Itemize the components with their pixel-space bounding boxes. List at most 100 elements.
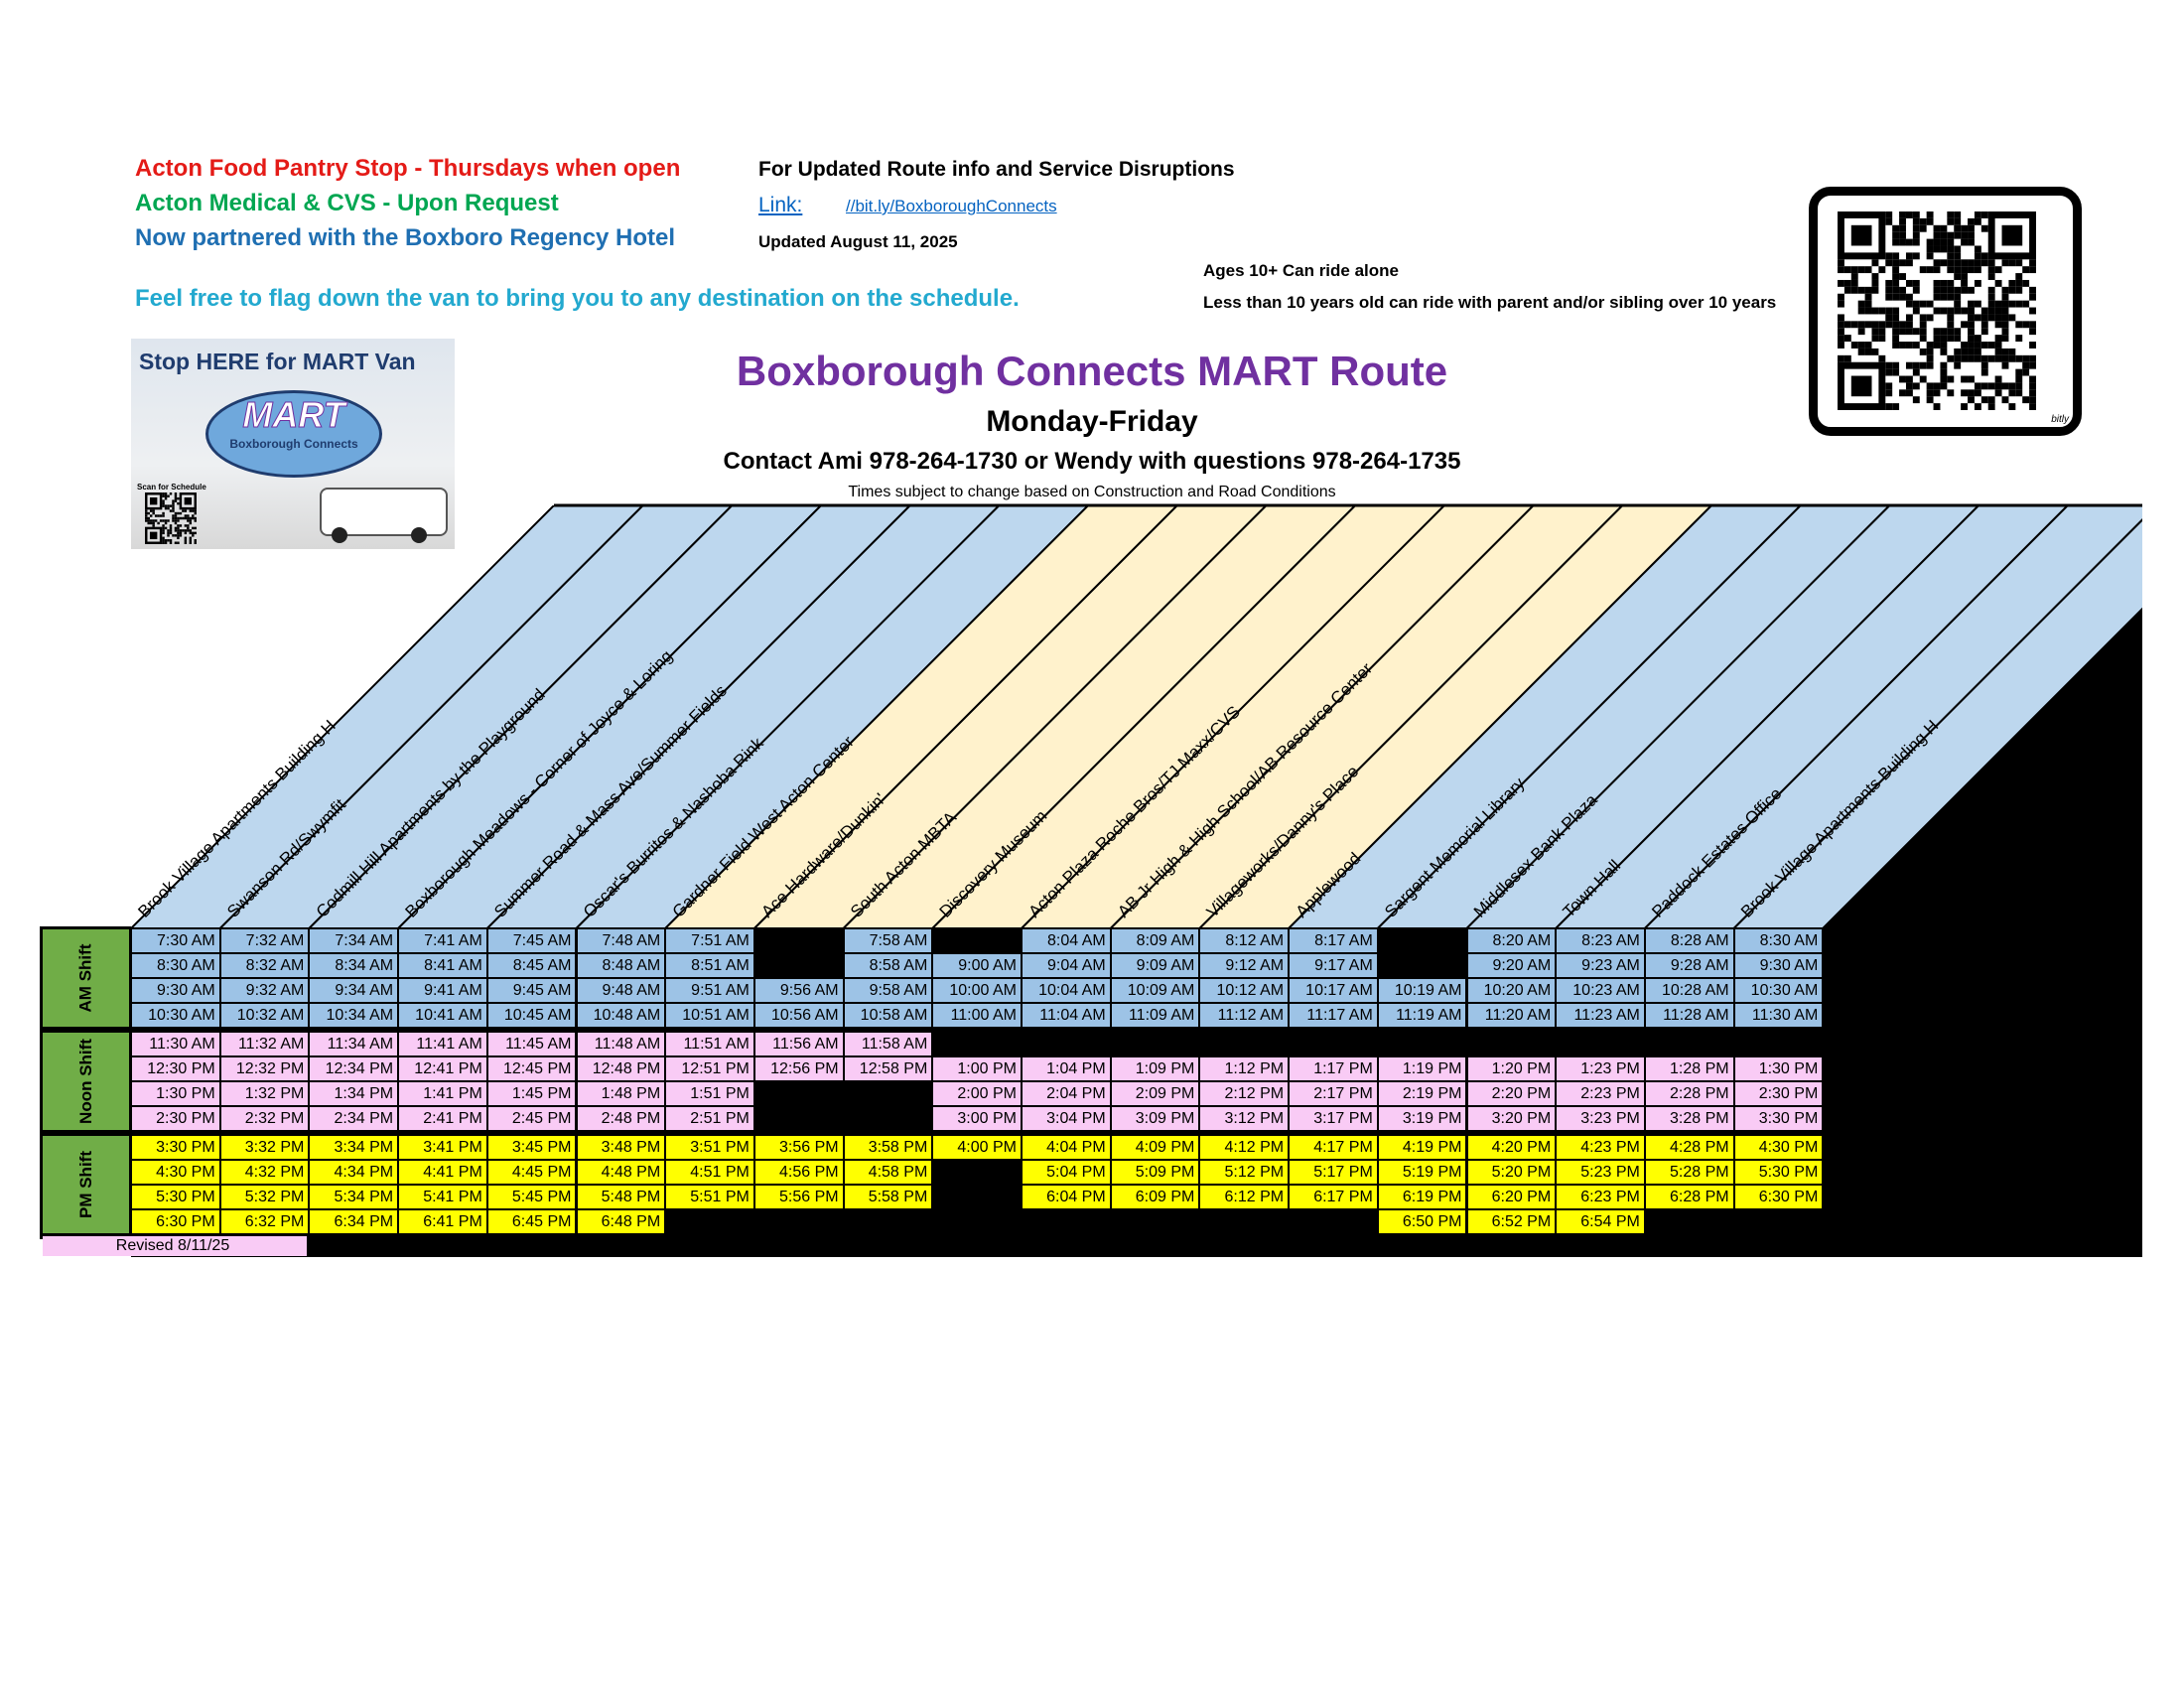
time-cell: 9:00 AM	[933, 954, 1021, 977]
time-cell: 5:48 PM	[577, 1186, 665, 1208]
time-cell: 4:23 PM	[1557, 1136, 1644, 1159]
qr-brand: bitly	[2051, 414, 2069, 425]
time-cell: 3:19 PM	[1378, 1107, 1466, 1130]
time-cell: 3:12 PM	[1200, 1107, 1289, 1130]
stop-header-band	[129, 505, 645, 928]
time-cell: 4:58 PM	[844, 1161, 932, 1184]
time-cell: 11:30 AM	[132, 1033, 219, 1055]
stop-header-band	[842, 505, 1357, 928]
logo-scan-label: Scan for Schedule	[137, 483, 206, 492]
time-cell: 6:04 PM	[1023, 1186, 1110, 1208]
time-cell: 10:28 AM	[1645, 979, 1733, 1002]
time-cell: 5:30 PM	[1734, 1161, 1823, 1184]
time-cell: 1:17 PM	[1290, 1057, 1377, 1080]
time-cell: 8:04 AM	[1023, 929, 1110, 952]
time-cell: 4:56 PM	[754, 1161, 843, 1184]
time-cell: 9:32 AM	[220, 979, 309, 1002]
time-cell: 3:00 PM	[933, 1107, 1021, 1130]
time-cell: 4:00 PM	[933, 1136, 1021, 1159]
time-cell: 2:30 PM	[132, 1107, 219, 1130]
time-cell: 8:58 AM	[844, 954, 932, 977]
time-cell: 6:48 PM	[577, 1210, 665, 1233]
van-icon	[320, 488, 448, 543]
time-cell: 4:51 PM	[666, 1161, 753, 1184]
time-cell: 5:58 PM	[844, 1186, 932, 1208]
bitly-link[interactable]: //bit.ly/BoxboroughConnects	[846, 197, 1057, 215]
time-cell: 4:41 PM	[399, 1161, 486, 1184]
time-cell: 6:50 PM	[1378, 1210, 1466, 1233]
time-cell: 7:51 AM	[666, 929, 753, 952]
time-cell: 5:04 PM	[1023, 1161, 1110, 1184]
page-title: Boxborough Connects MART Route	[736, 348, 1448, 394]
stop-header-band	[1020, 505, 1536, 928]
time-cell: 8:32 AM	[220, 954, 309, 977]
time-cell: 4:12 PM	[1200, 1136, 1289, 1159]
time-cell: 5:09 PM	[1111, 1161, 1199, 1184]
time-cell: 12:51 PM	[666, 1057, 753, 1080]
time-cell: 2:20 PM	[1467, 1082, 1556, 1105]
time-cell: 3:45 PM	[487, 1136, 576, 1159]
time-cell: 3:28 PM	[1645, 1107, 1733, 1130]
time-cell: 4:45 PM	[487, 1161, 576, 1184]
time-cell: 3:30 PM	[1734, 1107, 1823, 1130]
time-cell: 5:34 PM	[310, 1186, 398, 1208]
time-cell: 5:28 PM	[1645, 1161, 1733, 1184]
time-cell: 12:32 PM	[220, 1057, 309, 1080]
time-cell: 2:28 PM	[1645, 1082, 1733, 1105]
qr-code[interactable]: bitly	[1809, 187, 2082, 436]
time-cell: 10:30 AM	[1734, 979, 1823, 1002]
time-cell: 10:00 AM	[933, 979, 1021, 1002]
time-cell: 9:04 AM	[1023, 954, 1110, 977]
small-qr-icon	[145, 492, 197, 544]
time-cell: 1:41 PM	[399, 1082, 486, 1105]
time-cell: 8:09 AM	[1111, 929, 1199, 952]
time-cell: 7:34 AM	[310, 929, 398, 952]
time-cell: 4:32 PM	[220, 1161, 309, 1184]
age-rule-alone: Ages 10+ Can ride alone	[1203, 261, 1399, 280]
time-cell: 11:58 AM	[844, 1033, 932, 1055]
link-label[interactable]: Link:	[758, 194, 803, 216]
shift-label: AM Shift	[43, 929, 129, 1027]
time-cell: 11:09 AM	[1111, 1004, 1199, 1027]
time-cell: 11:04 AM	[1023, 1004, 1110, 1027]
time-cell: 2:09 PM	[1111, 1082, 1199, 1105]
time-cell: 4:30 PM	[132, 1161, 219, 1184]
time-cell: 9:30 AM	[132, 979, 219, 1002]
updated-date: Updated August 11, 2025	[758, 232, 958, 251]
time-cell: 6:17 PM	[1290, 1186, 1377, 1208]
time-cell: 11:20 AM	[1467, 1004, 1556, 1027]
time-cell: 10:19 AM	[1378, 979, 1466, 1002]
contact-info: Contact Ami 978-264-1730 or Wendy with q…	[723, 448, 1461, 475]
time-cell: 8:41 AM	[399, 954, 486, 977]
time-cell: 2:51 PM	[666, 1107, 753, 1130]
stop-header-band	[1376, 505, 1891, 928]
stop-header-band	[1732, 518, 2142, 928]
partner-note: Now partnered with the Boxboro Regency H…	[135, 224, 676, 251]
time-cell: 3:04 PM	[1023, 1107, 1110, 1130]
time-cell: 10:51 AM	[666, 1004, 753, 1027]
time-cell: 1:34 PM	[310, 1082, 398, 1105]
time-cell: 2:41 PM	[399, 1107, 486, 1130]
time-cell: 1:23 PM	[1557, 1057, 1644, 1080]
time-cell: 6:54 PM	[1557, 1210, 1644, 1233]
time-cell: 11:30 AM	[1734, 1004, 1823, 1027]
time-cell: 3:41 PM	[399, 1136, 486, 1159]
time-cell: 2:30 PM	[1734, 1082, 1823, 1105]
stop-header-band	[1554, 505, 2070, 928]
time-cell: 7:58 AM	[844, 929, 932, 952]
medical-note: Acton Medical & CVS - Upon Request	[135, 190, 559, 216]
shift-label: Noon Shift	[43, 1033, 129, 1130]
time-cell: 9:56 AM	[754, 979, 843, 1002]
stop-header-band	[1465, 505, 1980, 928]
time-cell: 8:17 AM	[1290, 929, 1377, 952]
stop-header-band	[575, 505, 1090, 928]
time-cell: 11:17 AM	[1290, 1004, 1377, 1027]
time-cell: 12:56 PM	[754, 1057, 843, 1080]
time-cell: 10:20 AM	[1467, 979, 1556, 1002]
time-cell: 9:30 AM	[1734, 954, 1823, 977]
time-cell: 11:45 AM	[487, 1033, 576, 1055]
time-cell: 1:04 PM	[1023, 1057, 1110, 1080]
time-cell: 6:28 PM	[1645, 1186, 1733, 1208]
stop-header-band	[1197, 505, 1713, 928]
time-cell: 6:30 PM	[1734, 1186, 1823, 1208]
